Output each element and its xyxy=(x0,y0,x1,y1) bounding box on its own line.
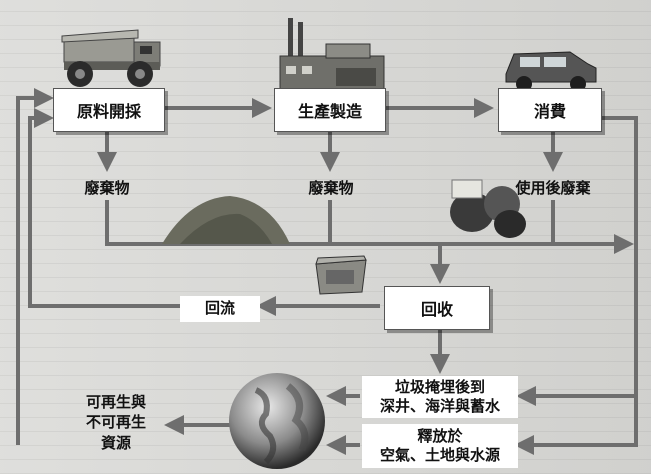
node-recycle: 回收 xyxy=(384,286,490,330)
garbage-bags-icon xyxy=(450,179,526,238)
waste-pile-icon xyxy=(162,196,290,244)
node-mining: 原料開採 xyxy=(53,88,165,132)
node-waste-2: 廢棄物 xyxy=(308,179,354,197)
recycle-bin-icon xyxy=(315,255,367,295)
earth-globe-icon xyxy=(229,373,325,469)
factory-icon xyxy=(279,18,385,93)
node-reflow: 回流 xyxy=(180,296,260,322)
mining-truck-icon xyxy=(61,29,161,87)
node-post-consumption-waste: 使用後廢棄 xyxy=(515,179,591,197)
node-production: 生產製造 xyxy=(274,88,386,132)
arrow-reflow-loop xyxy=(28,108,182,308)
node-consumption: 消費 xyxy=(498,88,602,132)
node-resources: 可再生與 不可再生 資源 xyxy=(85,393,146,452)
suv-car-icon xyxy=(505,51,597,92)
arrow-waste-collection xyxy=(105,200,634,254)
node-waste-1: 廢棄物 xyxy=(84,179,130,197)
arrow-left-loop xyxy=(16,88,54,445)
node-release: 釋放於 空氣、土地與水源 xyxy=(362,424,518,468)
node-landfill: 垃圾掩埋後到 深井、海洋與蓄水 xyxy=(362,376,518,418)
